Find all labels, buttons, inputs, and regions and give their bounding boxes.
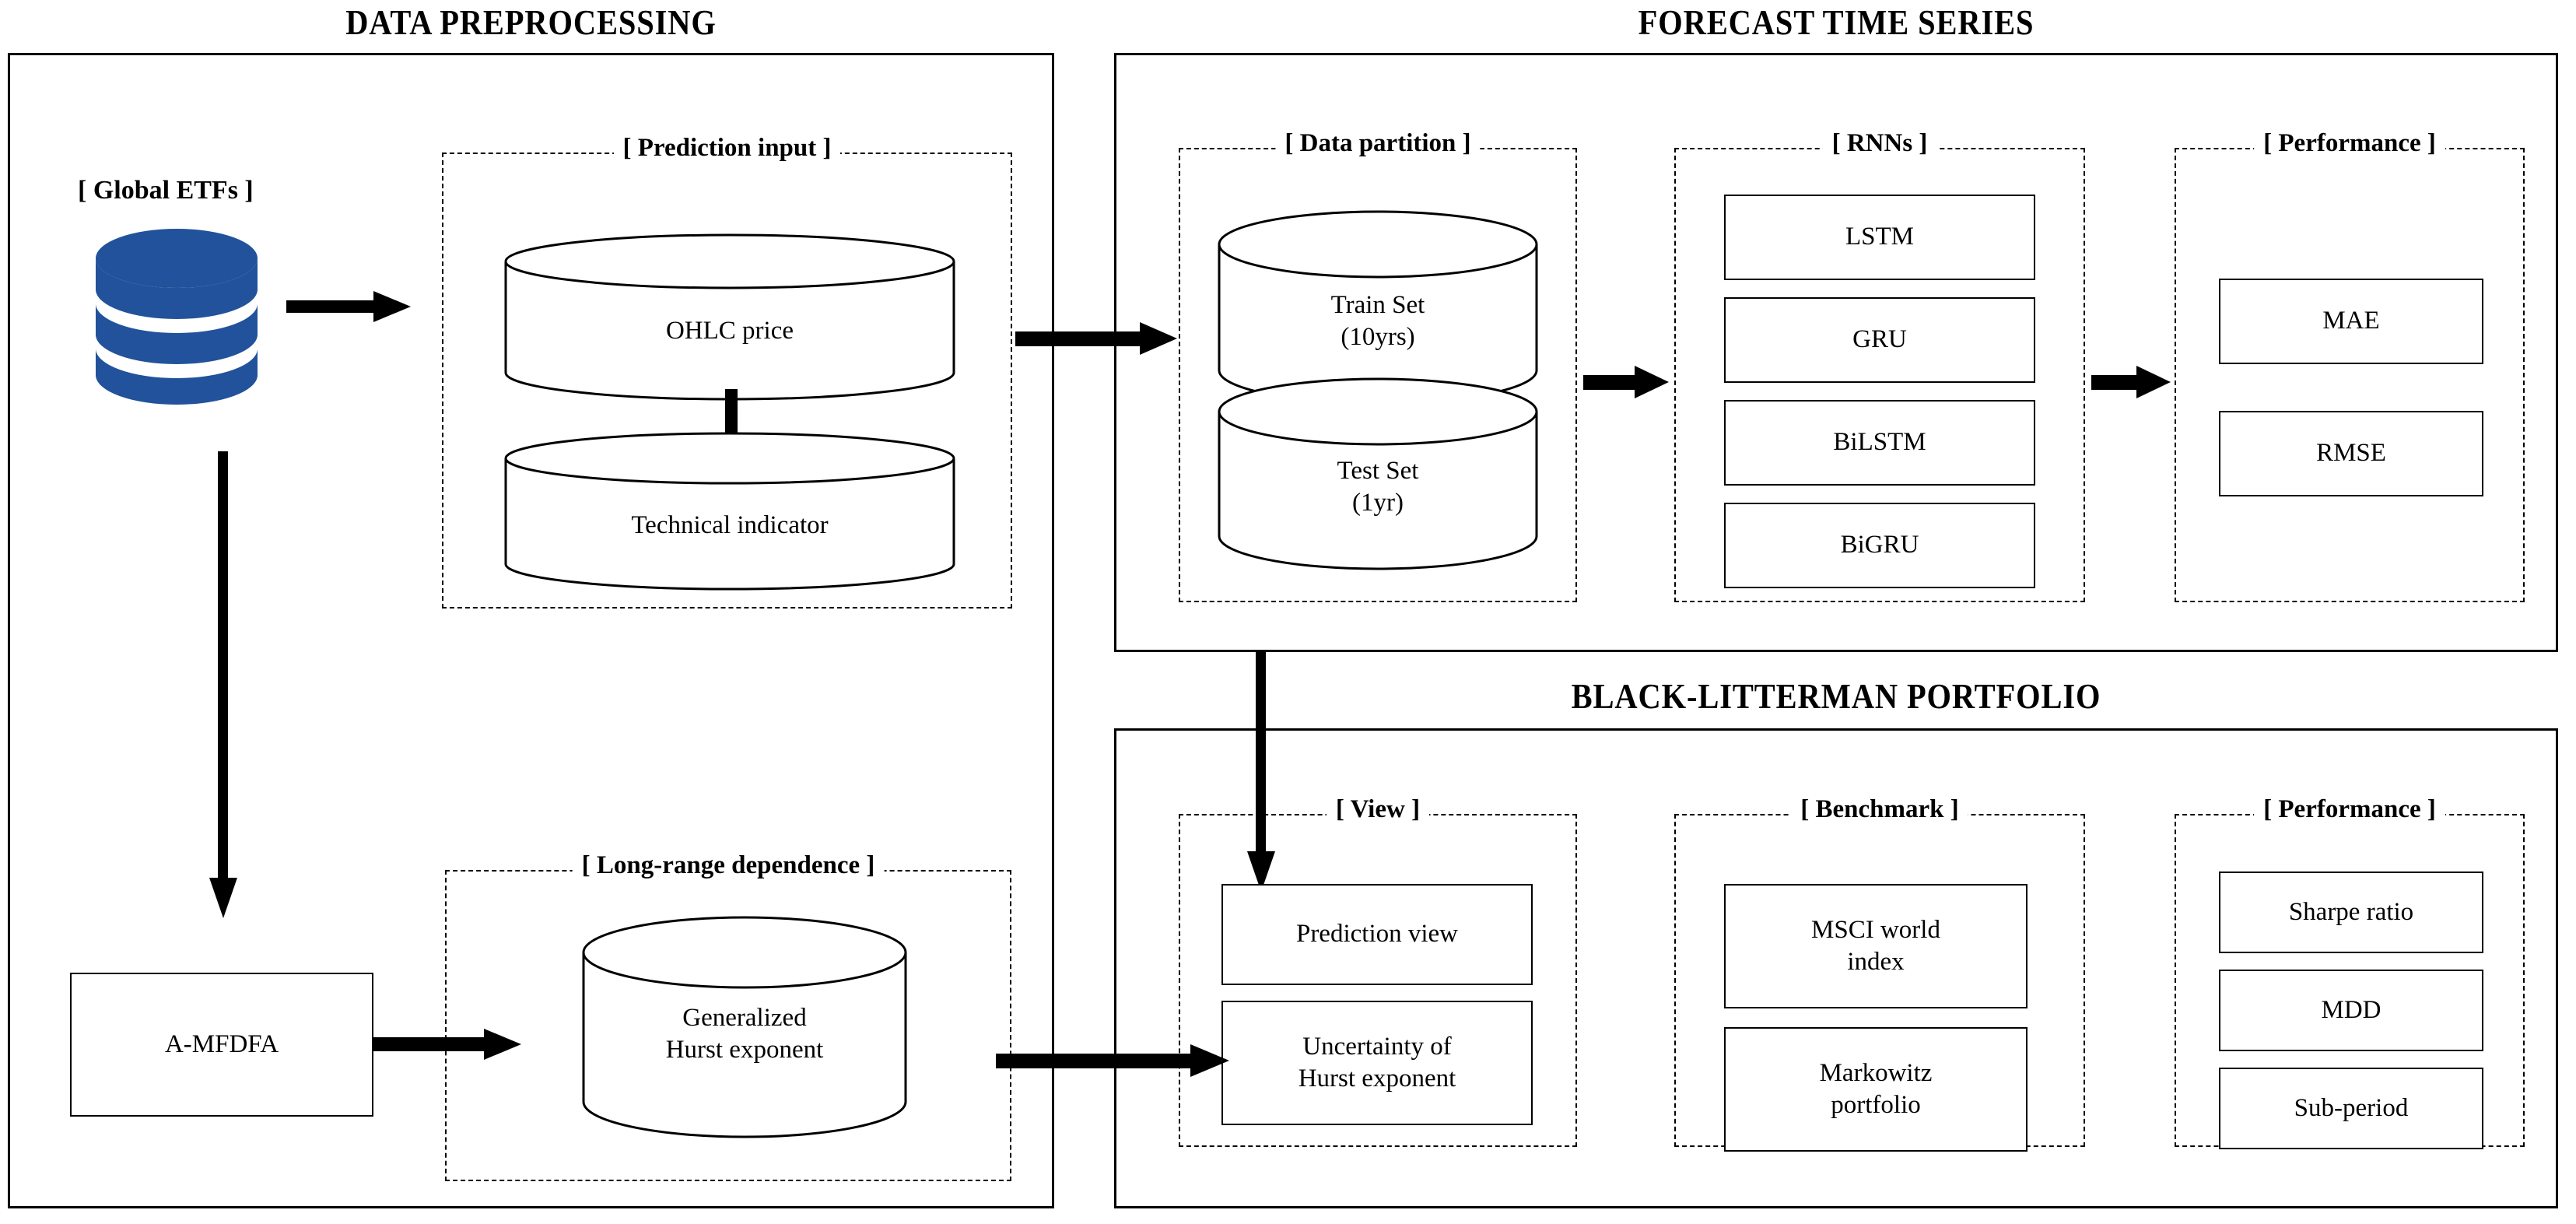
arrow-rnns-to-performance <box>2091 364 2171 400</box>
node-a-mfdfa: A-MFDFA <box>70 973 373 1117</box>
arrow-data-partition-to-rnns <box>1583 364 1669 400</box>
node-sharpe-ratio: Sharpe ratio <box>2219 872 2483 953</box>
cylinder-train-set-label: Train Set (10yrs) <box>1330 291 1425 352</box>
group-prediction-input: [ Prediction input ] <box>442 134 1012 608</box>
node-lstm: LSTM <box>1724 195 2035 280</box>
cylinder-generalized-hurst-exponent: Generalized Hurst exponent <box>582 916 907 1142</box>
node-mdd-label: MDD <box>2321 995 2381 1024</box>
arrow-prediction-input-to-data-partition <box>1015 321 1177 356</box>
cylinder-technical-indicator: Technical indicator <box>504 432 955 591</box>
title-data-preprocessing: DATA PREPROCESSING <box>345 2 717 42</box>
node-msci-world-index-label: MSCI world index <box>1811 915 1940 976</box>
node-gru: GRU <box>1724 297 2035 383</box>
cylinder-test-set: Test Set (1yr) <box>1218 377 1538 573</box>
node-sub-period-label: Sub-period <box>2294 1093 2409 1122</box>
node-msci-world-index: MSCI world index <box>1724 884 2028 1008</box>
node-rmse-label: RMSE <box>2316 439 2386 468</box>
group-view: [ View ] <box>1179 795 1577 1147</box>
node-mae: MAE <box>2219 279 2483 364</box>
node-uncertainty-of-hurst-exponent: Uncertainty of Hurst exponent <box>1221 1001 1533 1125</box>
group-long-range-dependence-label: [ Long-range dependence ] <box>572 851 885 880</box>
node-rmse: RMSE <box>2219 411 2483 496</box>
arrow-hurst-to-uncertainty <box>996 1043 1229 1078</box>
node-lstm-label: LSTM <box>1845 223 1914 251</box>
cylinder-generalized-hurst-exponent-label: Generalized Hurst exponent <box>665 1004 824 1064</box>
group-prediction-input-label: [ Prediction input ] <box>613 134 841 163</box>
node-a-mfdfa-label: A-MFDFA <box>164 1029 279 1058</box>
group-portfolio-performance: [ Performance ] <box>2175 795 2525 1147</box>
group-benchmark-label: [ Benchmark ] <box>1791 795 1968 824</box>
group-long-range-dependence: [ Long-range dependence ] <box>445 851 1011 1181</box>
arrow-forecast-to-prediction-view <box>1245 651 1277 892</box>
group-view-label: [ View ] <box>1326 795 1430 824</box>
node-prediction-view-label: Prediction view <box>1295 920 1459 949</box>
node-prediction-view: Prediction view <box>1221 884 1533 985</box>
title-forecast-time-series: FORECAST TIME SERIES <box>1638 2 2035 42</box>
title-black-litterman-portfolio: BLACK-LITTERMAN PORTFOLIO <box>1571 676 2101 716</box>
cylinder-train-set: Train Set (10yrs) <box>1218 210 1538 409</box>
node-bigru-label: BiGRU <box>1840 531 1919 559</box>
group-forecast-performance: [ Performance ] <box>2175 129 2525 602</box>
group-forecast-performance-label: [ Performance ] <box>2254 129 2445 158</box>
arrow-etfs-to-ohlc <box>286 289 411 324</box>
group-rnns: [ RNNs ] <box>1674 129 2085 602</box>
cylinder-technical-indicator-label: Technical indicator <box>631 511 829 539</box>
group-data-partition: [ Data partition ] <box>1179 129 1577 602</box>
node-gru-label: GRU <box>1852 325 1907 354</box>
node-mdd: MDD <box>2219 970 2483 1051</box>
node-bilstm: BiLSTM <box>1724 400 2035 486</box>
node-sharpe-ratio-label: Sharpe ratio <box>2288 897 2414 926</box>
group-portfolio-performance-label: [ Performance ] <box>2254 795 2445 824</box>
node-markowitz-portfolio: Markowitz portfolio <box>1724 1027 2028 1152</box>
global-etfs-label: [ Global ETFs ] <box>78 176 254 205</box>
cylinder-ohlc-price-label: OHLC price <box>665 317 794 345</box>
cylinder-test-set-label: Test Set (1yr) <box>1337 457 1419 517</box>
cylinder-ohlc-price: OHLC price <box>504 233 955 401</box>
group-data-partition-label: [ Data partition ] <box>1275 129 1481 158</box>
node-uncertainty-of-hurst-exponent-label: Uncertainty of Hurst exponent <box>1298 1032 1456 1092</box>
node-mae-label: MAE <box>2322 307 2380 335</box>
arrow-etfs-to-amfdfa <box>207 451 240 918</box>
node-markowitz-portfolio-label: Markowitz portfolio <box>1819 1058 1933 1119</box>
node-bilstm-label: BiLSTM <box>1833 428 1926 457</box>
node-bigru: BiGRU <box>1724 503 2035 588</box>
group-rnns-label: [ RNNs ] <box>1822 129 1937 158</box>
arrow-amfdfa-to-hurst <box>373 1027 521 1061</box>
database-stack-icon <box>93 226 261 405</box>
node-sub-period: Sub-period <box>2219 1068 2483 1149</box>
